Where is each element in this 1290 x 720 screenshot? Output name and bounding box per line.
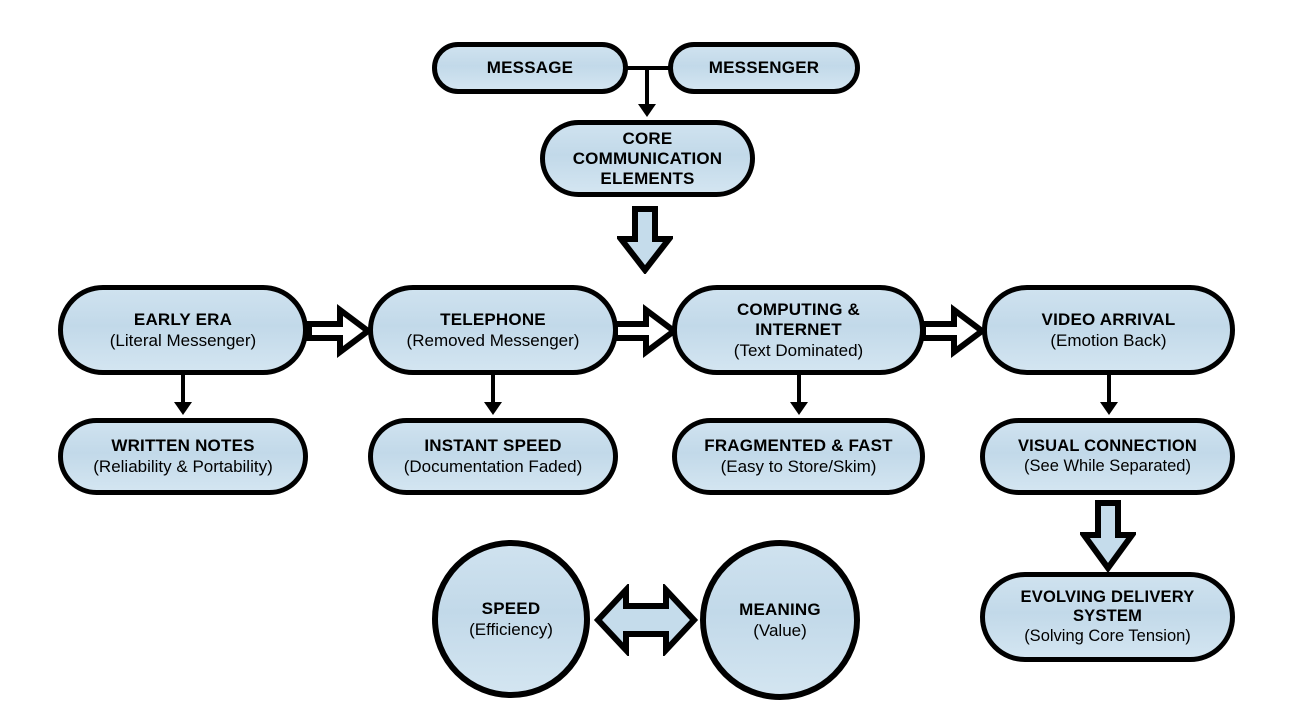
node-outcome-3[interactable]: VISUAL CONNECTION (See While Separated): [980, 418, 1235, 495]
arrowhead-era-0-icon: [174, 402, 192, 415]
block-arrow-down-core-icon: [617, 206, 673, 274]
node-era-1[interactable]: TELEPHONE (Removed Messenger): [368, 285, 618, 375]
node-era-2-title: COMPUTING &: [736, 299, 861, 319]
node-era-1-title: TELEPHONE: [440, 309, 546, 329]
arrowhead-era-2-icon: [790, 402, 808, 415]
node-outcome-0[interactable]: WRITTEN NOTES (Reliability & Portability…: [58, 418, 308, 495]
node-message-title: MESSAGE: [486, 58, 574, 77]
arrowhead-to-core-icon: [638, 104, 656, 117]
node-conclusion-sub: (Solving Core Tension): [1024, 627, 1191, 645]
node-meaning[interactable]: MEANING (Value): [700, 540, 860, 700]
connector-era-0-outcome: [181, 375, 185, 405]
node-messenger-title: MESSENGER: [708, 58, 820, 77]
node-outcome-2-sub: (Easy to Store/Skim): [720, 457, 877, 476]
node-outcome-3-sub: (See While Separated): [1024, 457, 1191, 475]
node-speed-title: SPEED: [481, 598, 541, 618]
node-outcome-1-sub: (Documentation Faded): [403, 457, 583, 476]
node-era-2-sub: (Text Dominated): [733, 340, 864, 360]
node-meaning-sub: (Value): [753, 620, 807, 640]
node-era-0[interactable]: EARLY ERA (Literal Messenger): [58, 285, 308, 375]
node-era-3-title: VIDEO ARRIVAL: [1041, 309, 1176, 329]
connector-to-core: [645, 66, 649, 108]
node-era-3[interactable]: VIDEO ARRIVAL (Emotion Back): [982, 285, 1235, 375]
node-evolving-delivery-system[interactable]: EVOLVING DELIVERY SYSTEM (Solving Core T…: [980, 572, 1235, 662]
node-speed[interactable]: SPEED (Efficiency): [432, 540, 590, 698]
node-era-0-title: EARLY ERA: [133, 309, 233, 329]
block-arrow-bidirectional-icon: [593, 584, 699, 656]
node-outcome-2[interactable]: FRAGMENTED & FAST (Easy to Store/Skim): [672, 418, 925, 495]
node-core-line3: ELEMENTS: [600, 168, 695, 188]
arrowhead-era-3-icon: [1100, 402, 1118, 415]
node-messenger[interactable]: MESSENGER: [668, 42, 860, 94]
block-arrow-right-0-icon: [306, 304, 372, 358]
node-era-2-title2: INTERNET: [755, 319, 842, 339]
node-outcome-1[interactable]: INSTANT SPEED (Documentation Faded): [368, 418, 618, 495]
node-era-3-sub: (Emotion Back): [1050, 330, 1167, 350]
node-core-communication-elements[interactable]: CORE COMMUNICATION ELEMENTS: [540, 120, 755, 197]
node-era-1-sub: (Removed Messenger): [406, 330, 580, 350]
node-core-line1: CORE: [622, 128, 673, 148]
node-core-line2: COMMUNICATION: [572, 148, 723, 168]
node-era-0-sub: (Literal Messenger): [109, 330, 257, 350]
block-arrow-right-1-icon: [612, 304, 678, 358]
node-message[interactable]: MESSAGE: [432, 42, 628, 94]
node-outcome-0-sub: (Reliability & Portability): [93, 457, 273, 476]
node-meaning-title: MEANING: [739, 599, 821, 619]
connector-era-2-outcome: [797, 375, 801, 405]
arrowhead-era-1-icon: [484, 402, 502, 415]
node-conclusion-line2: SYSTEM: [1072, 607, 1143, 625]
block-arrow-right-2-icon: [920, 304, 986, 358]
connector-era-3-outcome: [1107, 375, 1111, 405]
node-era-2[interactable]: COMPUTING & INTERNET (Text Dominated): [672, 285, 925, 375]
node-speed-sub: (Efficiency): [469, 619, 553, 639]
node-outcome-2-title: FRAGMENTED & FAST: [704, 436, 893, 455]
node-outcome-3-title: VISUAL CONNECTION: [1017, 437, 1198, 455]
block-arrow-down-conclusion-icon: [1080, 500, 1136, 572]
node-outcome-1-title: INSTANT SPEED: [424, 436, 562, 455]
node-outcome-0-title: WRITTEN NOTES: [111, 436, 255, 455]
connector-era-1-outcome: [491, 375, 495, 405]
node-conclusion-line1: EVOLVING DELIVERY: [1020, 588, 1195, 606]
